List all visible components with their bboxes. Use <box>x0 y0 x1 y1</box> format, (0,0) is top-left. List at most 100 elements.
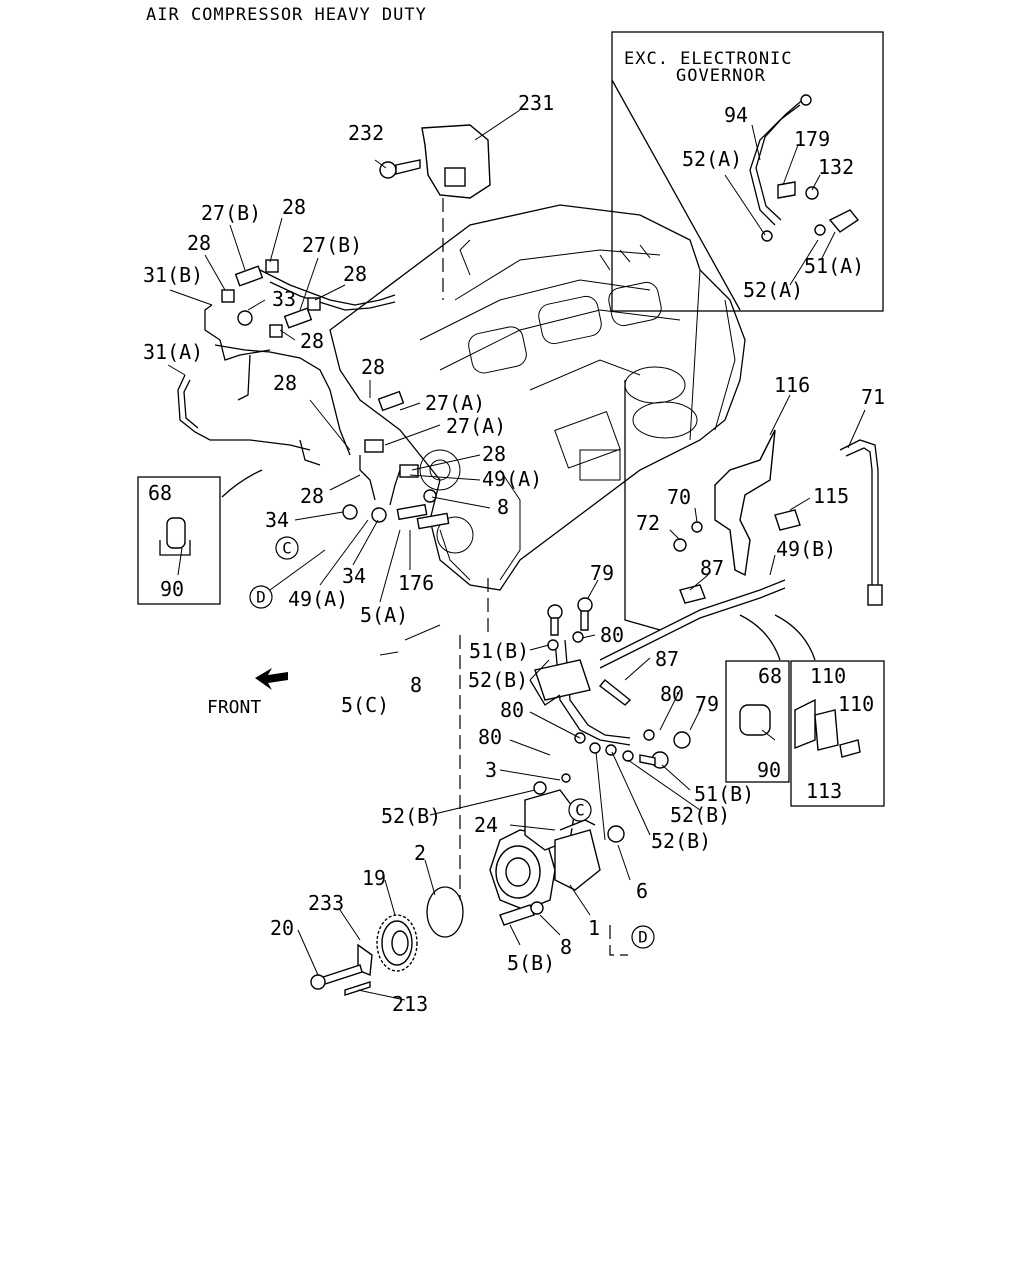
svg-text:D: D <box>638 928 648 947</box>
coolant-pipes-left <box>177 259 450 530</box>
engine-block <box>329 204 746 591</box>
inset-title-line2: GOVERNOR <box>676 66 766 86</box>
callout: 80 <box>478 725 502 749</box>
callout: 110 <box>810 664 846 688</box>
callout: 28 <box>282 195 306 219</box>
callout: 28 <box>300 484 324 508</box>
callout: 31(A) <box>143 340 203 364</box>
inset-clamp-110-113 <box>790 660 885 807</box>
callout: 8 <box>560 935 572 959</box>
callout: 34 <box>265 508 289 532</box>
circle-ref-d-right: D <box>631 925 655 949</box>
callout: 5(A) <box>360 603 408 627</box>
svg-text:D: D <box>256 588 266 607</box>
callout: 231 <box>518 91 554 115</box>
callout: 79 <box>695 692 719 716</box>
callout: 90 <box>160 577 184 601</box>
inset-clip-68-90 <box>137 469 263 605</box>
callout: 213 <box>392 992 428 1016</box>
callout: 49(B) <box>776 537 836 561</box>
callout: 52(A) <box>682 147 742 171</box>
callout: 72 <box>636 511 660 535</box>
dashed-leaders <box>459 578 628 956</box>
callout: 24 <box>474 813 498 837</box>
callout: 232 <box>348 121 384 145</box>
callout: 87 <box>700 556 724 580</box>
inset-arrows <box>739 614 816 661</box>
callout: 27(B) <box>201 201 261 225</box>
callout: 71 <box>861 385 885 409</box>
circle-ref-c-compressor: C <box>568 798 592 822</box>
callout: 49(A) <box>482 467 542 491</box>
callout: 6 <box>636 879 648 903</box>
callout: 52(B) <box>651 829 711 853</box>
callout: 110 <box>838 692 874 716</box>
callout: 27(A) <box>425 391 485 415</box>
callout: 80 <box>660 682 684 706</box>
callout: 113 <box>806 779 842 803</box>
callout: 28 <box>482 442 506 466</box>
inset-clip-68-90-right <box>725 660 790 783</box>
callout: 28 <box>187 231 211 255</box>
callout: 90 <box>757 758 781 782</box>
callout: 28 <box>300 329 324 353</box>
callout: 79 <box>590 561 614 585</box>
heat-shield <box>421 124 491 300</box>
callout: 33 <box>272 287 296 311</box>
callout: 27(A) <box>446 414 506 438</box>
callout: 34 <box>342 564 366 588</box>
callout: 51(A) <box>804 254 864 278</box>
callout: 115 <box>813 484 849 508</box>
callout: 8 <box>497 495 509 519</box>
callout: 80 <box>600 623 624 647</box>
callout: 31(B) <box>143 263 203 287</box>
callout: 28 <box>343 262 367 286</box>
front-label: FRONT <box>207 697 261 718</box>
callout: 51(B) <box>694 782 754 806</box>
svg-text:C: C <box>575 801 585 820</box>
callout: 52(A) <box>743 278 803 302</box>
callout: 87 <box>655 647 679 671</box>
callout: 52(B) <box>381 804 441 828</box>
callout: 233 <box>308 891 344 915</box>
inset-title-line1: EXC. ELECTRONIC <box>624 49 793 69</box>
callout: 176 <box>398 571 434 595</box>
callout: 2 <box>414 841 426 865</box>
callout: 51(B) <box>469 639 529 663</box>
bracket-and-pipe-right <box>599 380 883 669</box>
callout: 49(A) <box>288 587 348 611</box>
callout: 19 <box>362 866 386 890</box>
callout: 132 <box>818 155 854 179</box>
air-compressor <box>426 773 625 938</box>
callout: 179 <box>794 127 830 151</box>
callout: 94 <box>724 103 748 127</box>
callout: 3 <box>485 758 497 782</box>
callout: 70 <box>667 485 691 509</box>
svg-text:C: C <box>282 539 292 558</box>
leader-lines <box>167 109 866 1001</box>
callout: 20 <box>270 916 294 940</box>
circle-ref-c-left: C <box>275 536 299 560</box>
callout: 5(B) <box>507 951 555 975</box>
callout: 52(B) <box>468 668 528 692</box>
gear-19 <box>310 914 418 996</box>
callout: 80 <box>500 698 524 722</box>
callout: 52(B) <box>670 803 730 827</box>
callout: 28 <box>273 371 297 395</box>
callout: 1 <box>588 916 600 940</box>
diagram-title: AIR COMPRESSOR HEAVY DUTY <box>146 5 427 25</box>
front-arrow <box>255 668 288 690</box>
governor-lines <box>529 597 691 769</box>
callout: 27(B) <box>302 233 362 257</box>
callout: 5(C) <box>341 693 389 717</box>
callout: 68 <box>148 481 172 505</box>
callout: 116 <box>774 373 810 397</box>
circle-ref-d-left: D <box>249 585 273 609</box>
callout: 8 <box>410 673 422 697</box>
inset-exc-electronic-governor <box>611 31 884 312</box>
callout: 28 <box>361 355 385 379</box>
bolt-232 <box>379 159 421 179</box>
callout-labels: 231 232 27(B) 28 28 27(B) 31(B) 28 33 28… <box>143 91 885 1016</box>
callout: 68 <box>758 664 782 688</box>
